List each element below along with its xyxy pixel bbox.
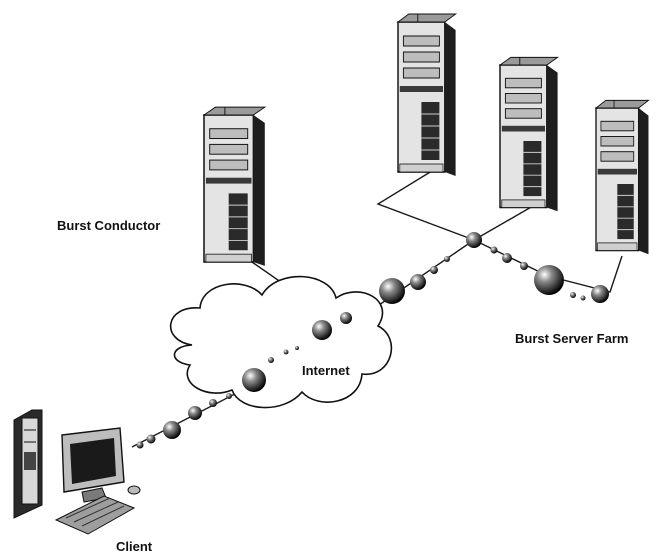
link-hub-to-server-1 xyxy=(378,166,474,240)
internet-label: Internet xyxy=(302,363,350,378)
internet-cloud: Internet xyxy=(171,277,392,408)
packet-sphere xyxy=(444,256,450,262)
burst-server-farm xyxy=(398,14,648,254)
burst-conductor-label: Burst Conductor xyxy=(57,218,160,233)
packet-sphere xyxy=(242,368,266,392)
farm-server-1 xyxy=(398,14,456,176)
packet-sphere xyxy=(312,320,332,340)
packet-sphere xyxy=(502,253,512,263)
packet-sphere xyxy=(147,435,156,444)
packet-sphere xyxy=(410,274,426,290)
farm-server-3 xyxy=(596,100,648,254)
packet-sphere xyxy=(466,232,482,248)
packet-sphere xyxy=(570,292,576,298)
packet-sphere xyxy=(209,399,217,407)
client-computer xyxy=(14,410,140,534)
packet-sphere xyxy=(163,421,181,439)
packet-sphere xyxy=(340,312,352,324)
packet-sphere xyxy=(137,442,144,449)
desktop-computer-icon xyxy=(14,410,140,534)
packet-sphere xyxy=(188,406,202,420)
packet-sphere xyxy=(268,357,274,363)
packet-sphere xyxy=(295,346,299,350)
packet-sphere xyxy=(226,393,232,399)
packet-sphere xyxy=(379,278,405,304)
packet-sphere xyxy=(591,285,609,303)
burst-conductor-server xyxy=(204,107,265,266)
client-label: Client xyxy=(116,539,153,554)
packet-sphere xyxy=(520,262,528,270)
burst-server-farm-label: Burst Server Farm xyxy=(515,331,628,346)
packet-sphere xyxy=(491,247,498,254)
farm-server-2 xyxy=(500,57,558,211)
packet-sphere xyxy=(581,296,586,301)
packet-sphere xyxy=(284,350,289,355)
packet-sphere xyxy=(534,265,564,295)
packet-sphere xyxy=(430,266,438,274)
